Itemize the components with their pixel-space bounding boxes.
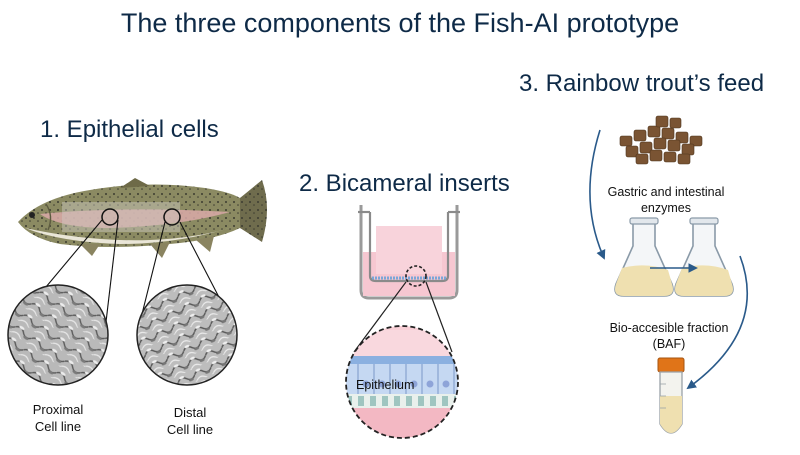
proximal-cell-line-label: Proximal Cell line — [18, 401, 98, 435]
baf-label-line1: Bio-accesible fraction — [609, 321, 729, 335]
proximal-region-marker — [101, 208, 119, 226]
bicameral-insert-well — [358, 205, 460, 300]
baf-label-line2: (BAF) — [652, 337, 686, 351]
epithelium-label: Epithelium — [356, 378, 415, 392]
digestion-flask-left — [614, 217, 674, 297]
digestion-flask-right — [674, 217, 734, 297]
feed-pellets — [619, 115, 703, 165]
enzymes-label-line2: enzymes — [640, 201, 692, 215]
rainbow-trout-illustration — [18, 178, 267, 258]
proximal-cell-micrograph — [7, 284, 109, 386]
flow-arrow-digestion-to-baf — [686, 255, 748, 390]
enzymes-label-line1: Gastric and intestinal — [607, 185, 725, 199]
distal-label-line1: Distal — [173, 405, 207, 420]
section-heading-epithelial-cells: 1. Epithelial cells — [40, 116, 219, 143]
page-title: The three components of the Fish-AI prot… — [120, 8, 680, 38]
distal-region-marker — [163, 208, 181, 226]
distal-cell-micrograph — [136, 284, 238, 386]
baf-tube — [657, 357, 685, 434]
distal-label-line2: Cell line — [166, 422, 214, 437]
proximal-label-line2: Cell line — [34, 419, 82, 434]
baf-label: Bio-accesible fraction (BAF) — [594, 320, 744, 352]
section-heading-bicameral-inserts: 2. Bicameral inserts — [299, 170, 510, 197]
distal-cell-line-label: Distal Cell line — [150, 404, 230, 438]
section-heading-rainbow-trout-feed: 3. Rainbow trout’s feed — [519, 70, 765, 97]
enzymes-label: Gastric and intestinal enzymes — [596, 184, 736, 216]
flow-arrow-feed-to-digestion — [589, 129, 606, 260]
proximal-label-line1: Proximal — [32, 402, 84, 417]
